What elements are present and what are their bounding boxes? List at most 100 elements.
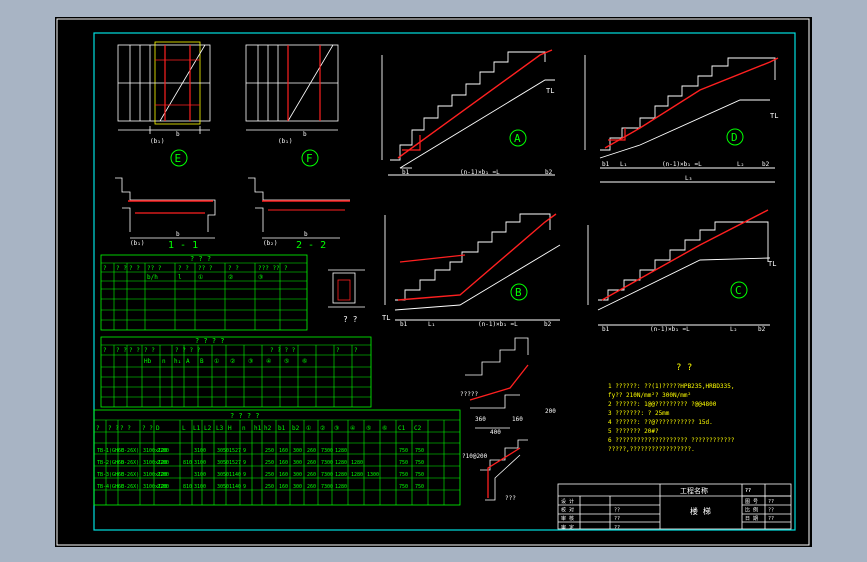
note-line-0: 1 ??????: ??(1)?????HPB235,HRBD335, bbox=[608, 383, 734, 390]
step-detail-400: 400 bbox=[490, 429, 501, 436]
stair-B-dim-l1: L₁ bbox=[428, 321, 435, 328]
table3-cell-3-10: 9 bbox=[243, 484, 246, 490]
table2-sub-9: ② bbox=[230, 358, 235, 365]
inner-frame bbox=[93, 32, 796, 531]
title-block-project: 工程名称 bbox=[680, 486, 708, 495]
stair-C-dim-right: b2 bbox=[758, 326, 766, 333]
table3-cell-0-22: 750 bbox=[415, 448, 424, 454]
table2-sub-13: ⑥ bbox=[302, 358, 307, 365]
table3-cell-3-1: (GH60-26X) bbox=[109, 484, 139, 490]
table3-cell-2-10: 9 bbox=[243, 472, 246, 478]
table1-title: ? ? ? bbox=[190, 255, 211, 263]
table3-cell-0-12: 250 bbox=[265, 448, 274, 454]
step-detail-160: 160 bbox=[512, 416, 523, 423]
table3-cell-1-8: 3050 bbox=[217, 460, 229, 466]
table3-cell-1-4: 2700 bbox=[157, 460, 169, 466]
plan-view-E-sub: (b₁) bbox=[150, 138, 164, 145]
tb-left-value-1: ?? bbox=[614, 508, 620, 514]
table3-cell-2-22: 750 bbox=[415, 472, 424, 478]
tb-right-label-1: 比 例 bbox=[745, 507, 758, 514]
stair-B-tag: TL bbox=[382, 314, 390, 322]
table3-cell-1-13: 160 bbox=[279, 460, 288, 466]
table3-cell-1-0: TB-2 bbox=[97, 460, 109, 466]
table3-header-4: D bbox=[156, 425, 160, 432]
table3-cell-3-22: 750 bbox=[415, 484, 424, 490]
small-detail-caption: ? ? bbox=[343, 315, 358, 324]
tb-right-label-2: 日 期 bbox=[745, 516, 758, 522]
tb-left-label-2: 审 核 bbox=[561, 515, 574, 522]
table2-header-3: ? ? bbox=[144, 347, 155, 354]
table3-cell-2-19: 1300 bbox=[367, 472, 379, 478]
stair-B-dim-left: b1 bbox=[400, 321, 408, 328]
note-line-5: 5 ??????? 20#? bbox=[608, 428, 659, 435]
stair-C-dim-left: b1 bbox=[602, 326, 610, 333]
table3-cell-1-18: 1280 bbox=[351, 460, 363, 466]
table1-sub-6: ② bbox=[228, 274, 233, 281]
table3-header-3: ? ? bbox=[142, 425, 153, 432]
table3-cell-2-21: 750 bbox=[399, 472, 408, 478]
table2-header-2: ? ? bbox=[129, 347, 140, 354]
table1-header-7: ??? ?? bbox=[258, 265, 280, 272]
table2-sub-4: n bbox=[162, 358, 166, 365]
table3-cell-1-22: 750 bbox=[415, 460, 424, 466]
design-notes: 1 ??????: ??(1)?????HPB235,HRBD335, fy??… bbox=[608, 383, 735, 453]
stair-C-dim-mid: (n-1)×b₁ =L bbox=[650, 326, 690, 333]
table2-sub-5: h₁ bbox=[174, 358, 181, 365]
table3-cell-1-5: 810 bbox=[183, 460, 192, 466]
stair-B-drawing bbox=[384, 213, 561, 321]
small-beam-detail bbox=[328, 269, 365, 308]
table3-cell-3-17: 1280 bbox=[335, 484, 347, 490]
table3-cell-0-6: 3100 bbox=[194, 448, 206, 454]
table3-cell-2-17: 1280 bbox=[335, 472, 347, 478]
tb-right-value-2: ?? bbox=[768, 516, 774, 522]
section-2-2-drawing bbox=[248, 177, 350, 239]
table3-cell-1-3: 3100x120 bbox=[143, 460, 167, 466]
table3-header-22: C2 bbox=[414, 425, 422, 432]
note-line-3: 3 ???????: ? 25mm bbox=[608, 410, 670, 417]
table3-cell-0-4: 2700 bbox=[157, 448, 169, 454]
table3-title: ? ? ? ? bbox=[230, 412, 260, 420]
table3-header-2: ? ? bbox=[120, 425, 131, 432]
table3-cell-0-17: 1280 bbox=[335, 448, 347, 454]
table3-cell-0-13: 160 bbox=[279, 448, 288, 454]
tb-right-value-0: ?? bbox=[768, 499, 774, 505]
table3-cell-1-14: 300 bbox=[293, 460, 302, 466]
section-2-2-dim: b bbox=[304, 231, 308, 238]
table3-cell-3-2: E bbox=[121, 484, 124, 490]
table3-cell-2-0: TB-3 bbox=[97, 472, 109, 478]
table3-header-8: L3 bbox=[216, 425, 224, 432]
table1-header-3: ?? ? bbox=[147, 265, 162, 272]
sheet-background bbox=[55, 17, 812, 547]
table3-cell-2-3: 3100x120 bbox=[143, 472, 167, 478]
table3-header-19: ⑤ bbox=[366, 425, 371, 432]
stair-C-tag: TL bbox=[768, 260, 776, 268]
table3-header-10: n bbox=[242, 425, 246, 432]
stair-A-tag: TL bbox=[546, 87, 554, 95]
step-detail-200: 200 bbox=[545, 408, 556, 415]
plan-view-F-circle bbox=[301, 149, 319, 167]
table3-cell-2-9: 1140 bbox=[229, 472, 241, 478]
table3-cell-0-2: E bbox=[121, 448, 124, 454]
table1-sub-7: ③ bbox=[258, 274, 263, 281]
table2-header-4: ? ? ? ? bbox=[175, 347, 201, 354]
table2-border bbox=[100, 336, 372, 408]
section-1-1-title: 1 - 1 bbox=[168, 240, 198, 251]
table3-cell-1-10: 9 bbox=[243, 460, 246, 466]
table3-header-11: h1 bbox=[254, 425, 262, 432]
table3-cell-3-15: 260 bbox=[307, 484, 316, 490]
stair-D-circle bbox=[726, 128, 744, 146]
plan-view-F-label: F bbox=[306, 152, 313, 165]
stair-A-drawing bbox=[381, 49, 555, 176]
stair-B-label: B bbox=[515, 286, 522, 299]
stair-D-dim-l2: L₂ bbox=[737, 161, 744, 168]
table3-cell-1-1: (GH60-26X) bbox=[109, 460, 139, 466]
table1-sub-3: b/h bbox=[147, 274, 158, 281]
table3-cell-3-21: 750 bbox=[399, 484, 408, 490]
table3-cell-0-0: TB-1 bbox=[97, 448, 109, 454]
stair-D-dim-l1: L₁ bbox=[620, 161, 627, 168]
table1-header-6: ? ? bbox=[228, 265, 239, 272]
stair-A-dim-mid: (n-1)×b₁ =L bbox=[460, 169, 500, 176]
step-detail bbox=[465, 337, 529, 429]
